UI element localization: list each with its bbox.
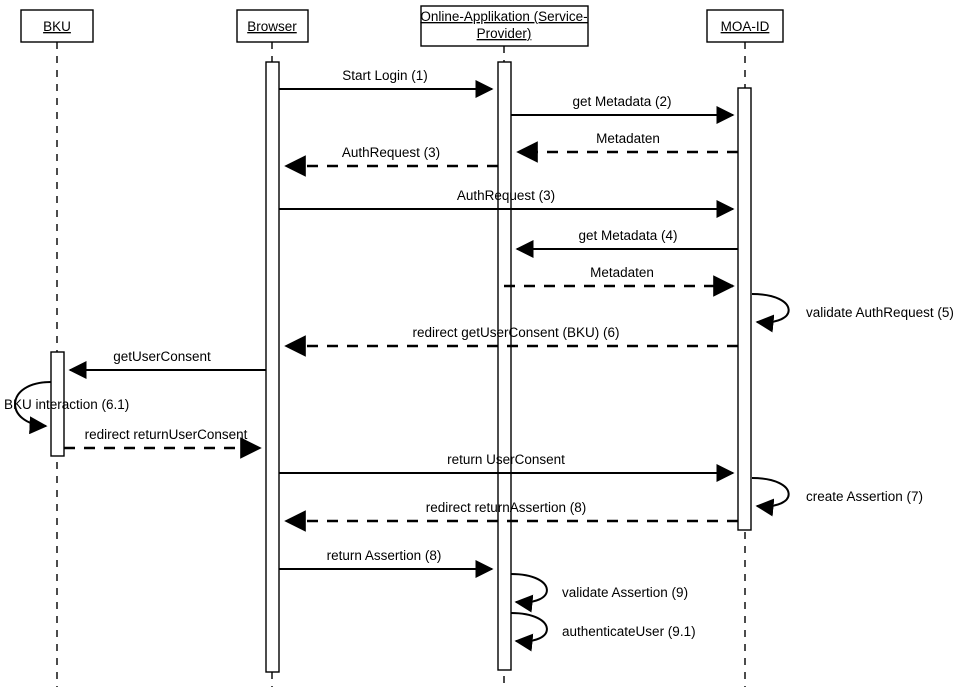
- message-label-m12: redirect returnAssertion (8): [426, 500, 587, 515]
- lifeline-label-moa-id: MOA-ID: [721, 19, 770, 34]
- message-m2: get Metadata (2): [511, 94, 735, 124]
- message-m1: Start Login (1): [279, 68, 494, 98]
- self-message-label-s2: BKU interaction (6.1): [4, 397, 129, 412]
- self-message-s1: validate AuthRequest (5): [751, 293, 954, 333]
- message-m10: redirect returnUserConsent: [64, 427, 262, 459]
- message-m11: return UserConsent: [279, 452, 735, 482]
- self-message-arrow-s1: [751, 293, 790, 333]
- message-m9: getUserConsent: [68, 349, 266, 379]
- lifeline-label-browser: Browser: [247, 19, 297, 34]
- message-label-m9: getUserConsent: [113, 349, 211, 364]
- message-label-m8: redirect getUserConsent (BKU) (6): [412, 325, 619, 340]
- self-message-arrow-s4: [510, 573, 548, 613]
- message-label-m11: return UserConsent: [447, 452, 565, 467]
- lifeline-header-box-online-applikation: [420, 5, 589, 47]
- self-message-s3: create Assertion (7): [751, 477, 923, 517]
- activation-bar-online-applikation: [497, 61, 512, 671]
- message-label-m3: Metadaten: [596, 131, 660, 146]
- message-m5: AuthRequest (3): [279, 188, 735, 218]
- lifeline-header-box-bku: [20, 9, 94, 43]
- self-message-arrow-s3: [751, 477, 790, 517]
- message-m4: AuthRequest (3): [284, 145, 498, 177]
- lifeline-bku: BKU: [20, 9, 94, 687]
- self-message-arrow-s2: [14, 381, 52, 435]
- activation-bar-moa-id: [737, 87, 752, 531]
- message-m12: redirect returnAssertion (8): [284, 500, 738, 532]
- lifeline-moa-id: MOA-ID: [706, 9, 784, 687]
- lifeline-label-bku: BKU: [43, 19, 71, 34]
- lifeline-header-box-moa-id: [706, 9, 784, 43]
- self-message-s4: validate Assertion (9): [510, 573, 688, 613]
- self-message-s5: authenticateUser (9.1): [510, 612, 696, 652]
- message-m8: redirect getUserConsent (BKU) (6): [284, 325, 738, 357]
- lifeline-header-box-browser: [236, 9, 309, 43]
- message-label-m13: return Assertion (8): [327, 548, 442, 563]
- self-message-arrow-s5: [510, 612, 548, 652]
- message-label-m10: redirect returnUserConsent: [85, 427, 248, 442]
- self-message-label-s4: validate Assertion (9): [562, 585, 688, 600]
- message-label-m1: Start Login (1): [342, 68, 428, 83]
- message-m3: Metadaten: [516, 131, 738, 163]
- message-label-m4: AuthRequest (3): [342, 145, 440, 160]
- self-message-label-s5: authenticateUser (9.1): [562, 624, 696, 639]
- lifeline-browser: Browser: [236, 9, 309, 687]
- message-label-m6: get Metadata (4): [578, 228, 677, 243]
- lifeline-online-applikation: Online-Applikation (Service- Provider): [420, 5, 589, 687]
- self-message-s2: BKU interaction (6.1): [4, 381, 129, 435]
- self-message-label-s1: validate AuthRequest (5): [806, 305, 954, 320]
- lifeline-label-online-applikation-line1: Online-Applikation (Service-: [420, 9, 587, 24]
- activation-bar-bku: [50, 351, 65, 457]
- message-m6: get Metadata (4): [515, 228, 738, 258]
- message-m13: return Assertion (8): [279, 548, 494, 578]
- message-label-m2: get Metadata (2): [572, 94, 671, 109]
- activation-bar-browser: [265, 61, 280, 673]
- message-label-m7: Metadaten: [590, 265, 654, 280]
- self-message-label-s3: create Assertion (7): [806, 489, 923, 504]
- message-label-m5: AuthRequest (3): [457, 188, 555, 203]
- message-m7: Metadaten: [504, 265, 735, 297]
- lifeline-label-online-applikation-line2: Provider): [477, 26, 532, 41]
